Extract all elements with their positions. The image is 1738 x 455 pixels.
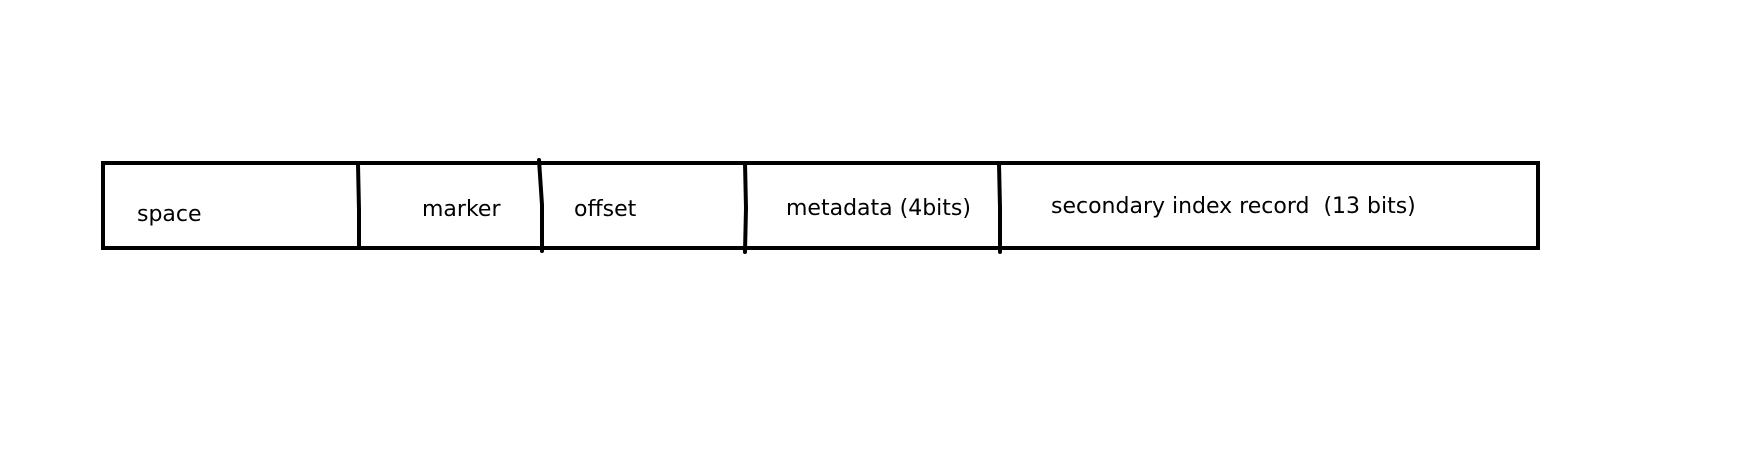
field-label-offset: offset (574, 197, 637, 222)
divider-marker-offset (537, 158, 544, 253)
field-label-space: space (137, 202, 202, 227)
divider-metadata-secondary (997, 161, 1002, 254)
divider-space-marker (356, 162, 361, 249)
divider-offset-metadata (743, 161, 749, 254)
record-outer-box (101, 161, 1540, 250)
field-label-metadata: metadata (4bits) (786, 196, 971, 221)
field-label-marker: marker (422, 197, 501, 222)
field-label-secondary-index-record: secondary index record (13 bits) (1051, 194, 1416, 219)
